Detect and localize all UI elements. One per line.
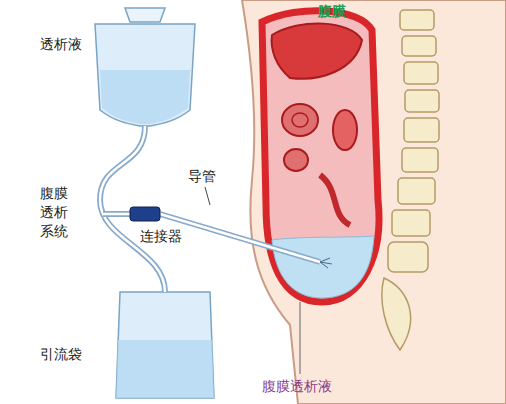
spine [382,10,439,350]
part-label: 透析液 [40,36,82,53]
kidney [333,110,357,150]
connector [130,207,160,221]
torso [242,0,506,404]
drainage-bag [116,292,214,398]
peritoneum [262,11,379,302]
part-label: 腹膜透析系统 [40,184,68,241]
leader-line [300,302,301,374]
dialysate-bag [95,24,195,126]
vessel [320,175,350,225]
part-label: 引流袋 [40,346,82,363]
part-label: 连接器 [140,228,182,245]
tubing [100,126,332,292]
intestine [284,149,308,171]
liver [272,24,362,79]
dialysis-fluid [272,236,374,298]
part-label: 腹膜透析液 [262,378,332,395]
part-label: 导管 [188,168,216,185]
leader-line [205,187,210,205]
part-label: 腹膜 [318,3,346,20]
intestine [282,104,318,136]
